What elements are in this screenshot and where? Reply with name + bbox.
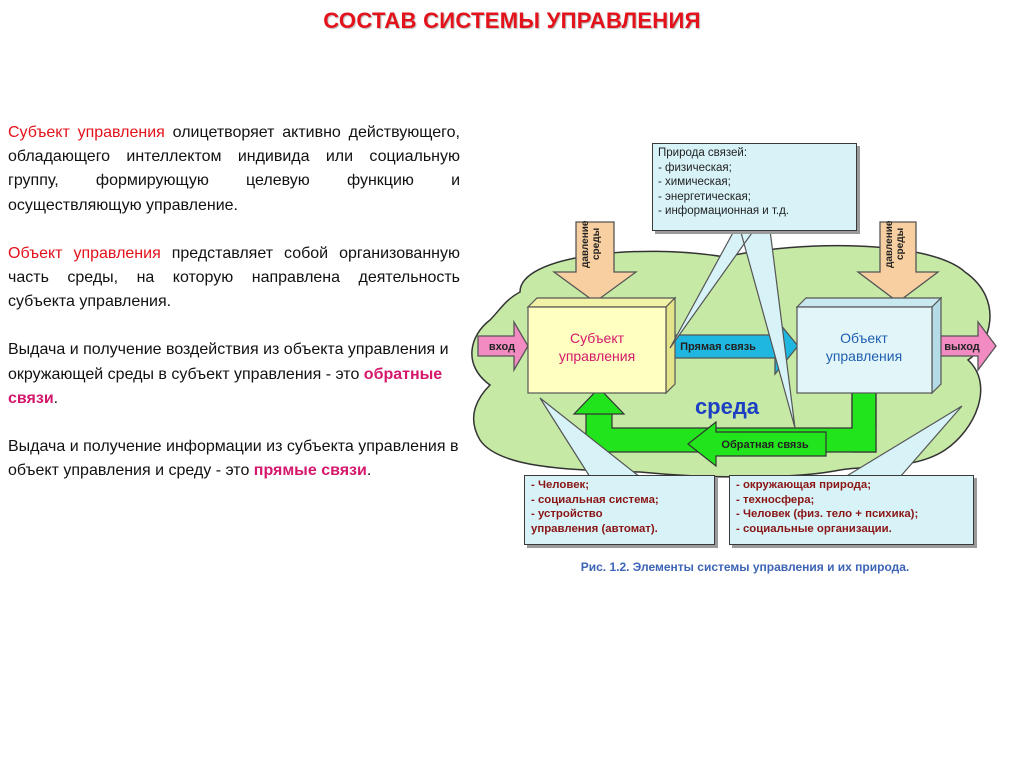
- feedback-arrowhead-up: [572, 387, 626, 415]
- object-box-label-line1: Объект: [840, 330, 888, 346]
- subject-example-item: управления (автомат).: [531, 522, 658, 535]
- paragraph-direct: Выдача и получение информации из субъект…: [8, 435, 460, 483]
- nature-of-links-box: Природа связей: - физическая; - химическ…: [652, 143, 857, 231]
- environment-example-item: - окружающая природа;: [736, 479, 872, 491]
- nature-box-title: Природа связей:: [658, 147, 748, 159]
- input-arrow: [477, 319, 529, 373]
- subject-box-label-line2: управления: [559, 348, 635, 364]
- paragraph-direct-end: .: [366, 462, 372, 480]
- figure-caption: Рис. 1.2. Элементы системы управления и …: [580, 560, 910, 574]
- term-subject: Субъект управления: [8, 124, 165, 141]
- slide-title: СОСТАВ СИСТЕМЫ УПРАВЛЕНИЯ: [323, 8, 701, 33]
- output-label: выход: [944, 341, 980, 353]
- paragraph-subject-text: олицетворяет активно действующего, облад…: [8, 124, 460, 214]
- paragraph-feedback-text: Выдача и получение воздействия из объект…: [8, 341, 449, 383]
- feedback-label: Обратная связь: [721, 439, 808, 451]
- paragraph-direct-text: Выдача и получение информации из субъект…: [8, 438, 459, 480]
- subject-box: [526, 296, 677, 395]
- paragraph-feedback-end: .: [53, 389, 59, 407]
- pressure-left-line2: среды: [591, 228, 602, 260]
- subject-examples-box: - Человек; - социальная система; - устро…: [524, 475, 715, 545]
- environment-example-item: - техносфера;: [736, 493, 815, 506]
- nature-item: - информационная и т.д.: [658, 205, 789, 218]
- paragraph-subject: Субъект управления олицетворяет активно …: [8, 121, 460, 218]
- nature-item: - физическая;: [658, 161, 732, 174]
- pressure-right-line1: давление: [884, 220, 895, 268]
- paragraph-object-text: представляет собой организованную часть …: [8, 244, 460, 311]
- feedback-label-arrow: [687, 420, 827, 468]
- environment-example-item: - Человек (физ. тело + психика);: [736, 508, 919, 521]
- term-object: Объект управления: [8, 244, 161, 262]
- direct-link-label: Прямая связь: [680, 341, 756, 353]
- input-label: вход: [489, 341, 515, 353]
- paragraph-feedback: Выдача и получение воздействия из объект…: [8, 338, 460, 411]
- environment-example-item: - социальные организации.: [736, 522, 892, 535]
- paragraph-object: Объект управления представляет собой орг…: [8, 242, 460, 315]
- nature-item: - энергетическая;: [658, 190, 751, 203]
- text-column: Субъект управления олицетворяет активно …: [8, 121, 460, 507]
- nature-item: - химическая;: [658, 176, 731, 189]
- subject-example-item: - устройство: [531, 508, 603, 521]
- pressure-right-line2: среды: [895, 228, 906, 260]
- environment-examples-box: - окружающая природа; - техносфера; - Че…: [729, 475, 974, 545]
- term-feedback: обратные связи: [8, 365, 443, 407]
- pressure-left-text: давление среды: [580, 220, 602, 268]
- pressure-right-text: давление среды: [884, 220, 906, 268]
- subject-example-item: - Человек;: [531, 479, 590, 491]
- pressure-left-line1: давление: [580, 220, 591, 268]
- subject-example-item: - социальная система;: [531, 493, 659, 506]
- subject-box-label-line1: Субъект: [570, 330, 625, 346]
- pressure-arrow-left: [552, 221, 638, 303]
- object-box-label-line2: управления: [826, 348, 902, 364]
- object-box: [795, 296, 943, 395]
- pressure-arrow-right: [856, 221, 940, 303]
- term-direct: прямые связи: [253, 462, 367, 480]
- environment-label: среда: [695, 394, 760, 419]
